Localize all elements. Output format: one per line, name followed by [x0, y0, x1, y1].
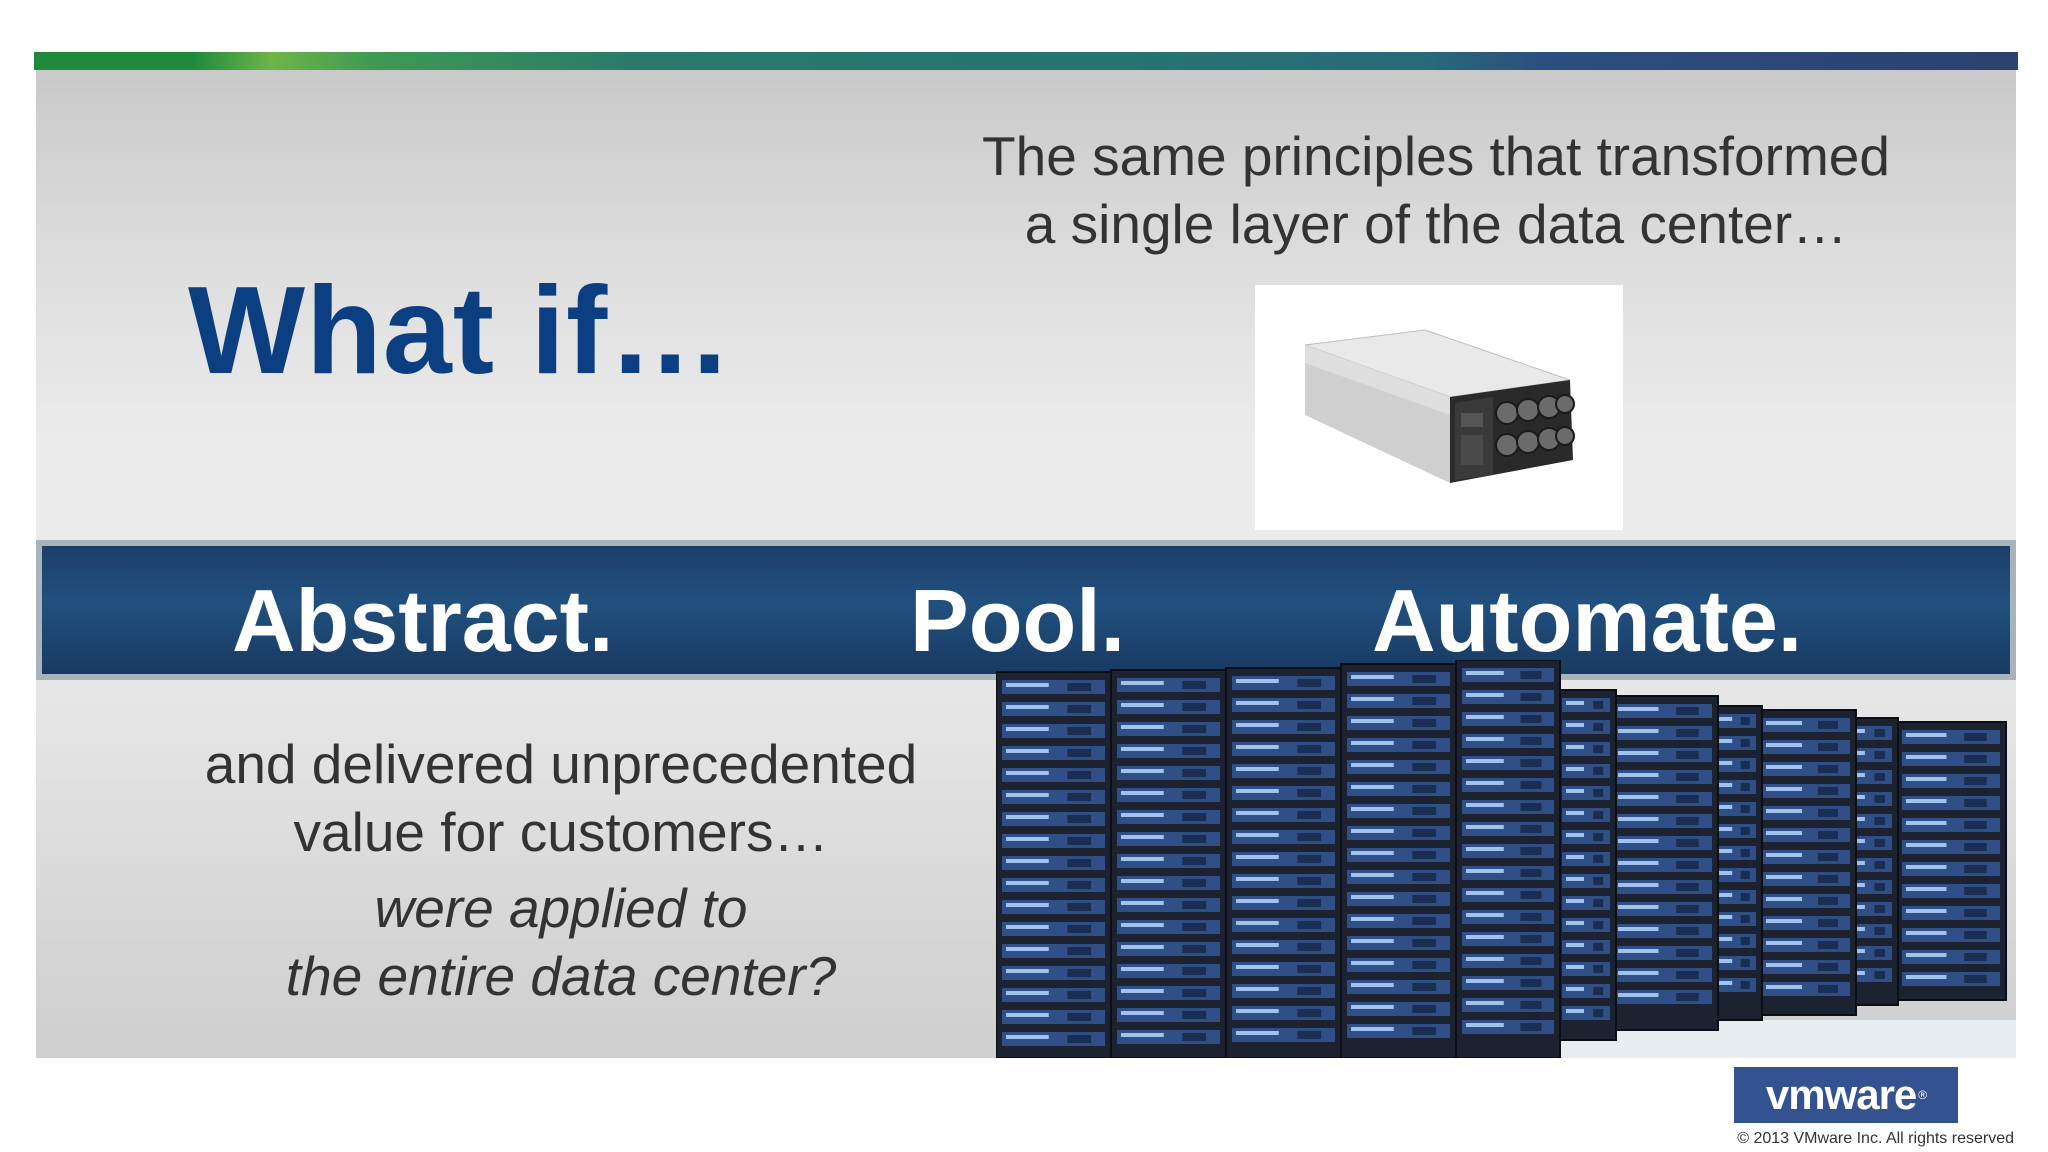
question-text: were applied to the entire data center?	[96, 874, 1026, 1010]
slide-canvas: What if… The same principles that transf…	[36, 70, 2016, 1058]
copyright-notice: © 2013 VMware Inc. All rights reserved	[1737, 1130, 2014, 1147]
slide-headline: What if…	[188, 262, 734, 400]
outcome-text: and delivered unprecedented value for cu…	[96, 730, 1026, 866]
top-color-stripe	[34, 52, 2018, 70]
principles-band: Abstract. Pool. Automate.	[36, 540, 2016, 680]
intro-line-1: The same principles that transformed	[982, 125, 1890, 187]
question-line-1: were applied to	[374, 877, 748, 939]
vmware-logo: vmware®	[1734, 1067, 1958, 1123]
intro-line-2: a single layer of the data center…	[1024, 193, 1848, 255]
band-word-automate: Automate.	[1372, 571, 1803, 670]
question-line-2: the entire data center?	[285, 945, 837, 1007]
logo-wordmark: vmware	[1765, 1071, 1917, 1118]
single-server-image	[1255, 285, 1623, 530]
band-word-pool: Pool.	[910, 571, 1126, 670]
intro-text: The same principles that transformed a s…	[916, 122, 1956, 258]
outcome-line-1: and delivered unprecedented	[204, 733, 918, 795]
logo-registered-mark: ®	[1918, 1088, 1927, 1102]
band-word-abstract: Abstract.	[232, 571, 614, 670]
server-racks-image	[995, 659, 2016, 1058]
outcome-line-2: value for customers…	[293, 801, 829, 863]
